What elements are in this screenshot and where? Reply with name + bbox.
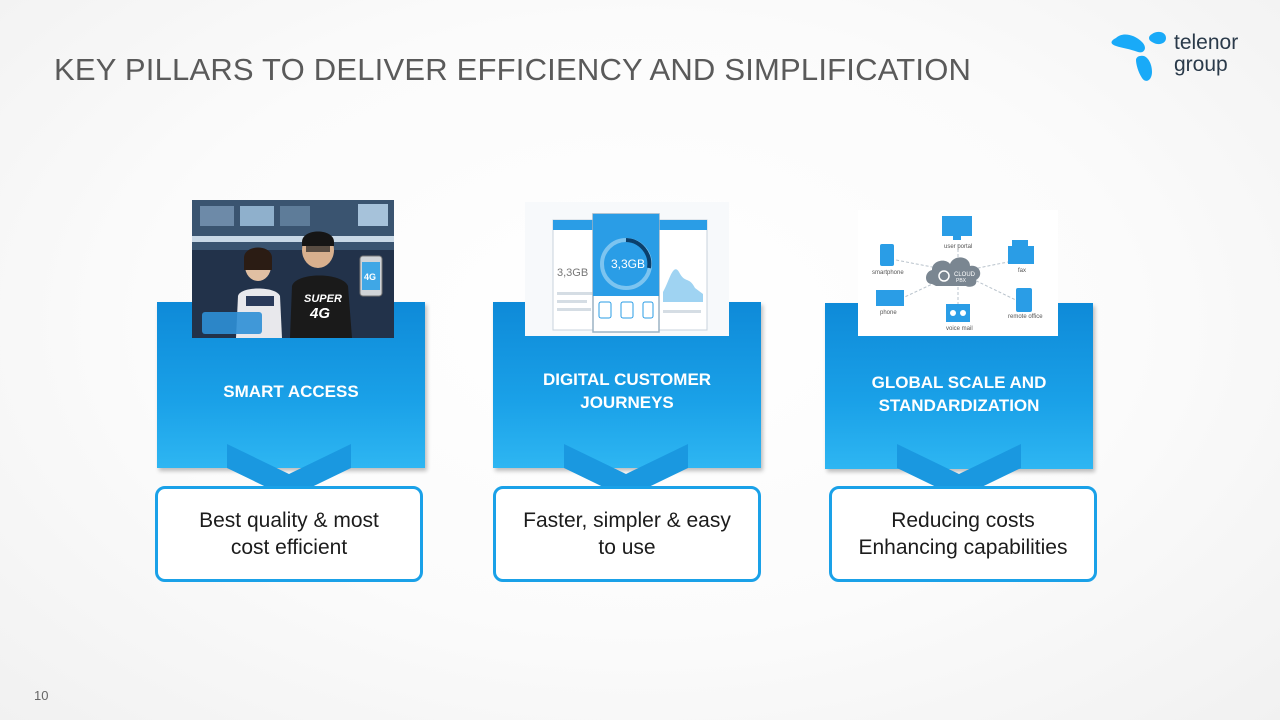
telenor-logo-icon <box>1111 31 1166 81</box>
pillar-title: GLOBAL SCALE AND STANDARDIZATION <box>825 371 1093 417</box>
page-number: 10 <box>34 688 49 703</box>
pillar-title: SMART ACCESS <box>223 382 359 401</box>
telenor-logo: telenor group <box>1108 28 1258 84</box>
mobile-app-screens-image: 3,3GB 3,3GB <box>525 202 729 336</box>
diagram-label-smartphone: smartphone <box>872 270 904 276</box>
smart-access-photo: SUPER 4G 4G <box>192 200 394 338</box>
outcome-box-digital-journeys: Faster, simpler & easy to use <box>493 486 761 582</box>
outcome-line1: Best quality & most <box>199 509 379 532</box>
diagram-label-user-portal: user portal <box>944 244 972 250</box>
outcome-line2: Enhancing capabilities <box>858 536 1068 559</box>
logo-text-line1: telenor <box>1174 31 1239 54</box>
pillar-title: DIGITAL CUSTOMER JOURNEYS <box>493 368 761 414</box>
logo-text-line2: group <box>1174 53 1228 76</box>
svg-text:3,3GB: 3,3GB <box>557 267 588 279</box>
outcome-line2: to use <box>598 536 656 559</box>
pillar-title-line1: GLOBAL SCALE AND <box>871 373 1047 392</box>
outcome-line1: Faster, simpler & easy <box>523 509 731 532</box>
pillar-title-line2: JOURNEYS <box>580 393 674 412</box>
app-data-text: 3,3GB <box>611 257 645 271</box>
outcome-box-smart-access: Best quality & most cost efficient <box>155 486 423 582</box>
diagram-label-phone: phone <box>880 310 897 316</box>
diagram-center-label: CLOUD <box>954 272 976 278</box>
svg-text:4G: 4G <box>364 272 376 282</box>
svg-text:4G: 4G <box>309 305 330 322</box>
outcome-box-global-scale: Reducing costs Enhancing capabilities <box>829 486 1097 582</box>
logo-wordmark: telenor group <box>1174 32 1238 76</box>
diagram-label-remote-office: remote office <box>1008 314 1043 320</box>
cloud-pbx-diagram: CLOUD PBX user portal smartphone fax pho… <box>858 210 1058 336</box>
diagram-label-fax: fax <box>1018 268 1026 274</box>
diagram-label-voice-mail: voice mail <box>946 326 973 332</box>
outcome-line2: cost efficient <box>230 536 348 559</box>
pillar-title-line1: DIGITAL CUSTOMER <box>542 370 712 389</box>
pillar-title-line2: STANDARDIZATION <box>878 396 1040 415</box>
outcome-line1: Reducing costs <box>891 509 1035 532</box>
svg-text:PBX: PBX <box>956 278 967 284</box>
slide-title: KEY PILLARS TO DELIVER EFFICIENCY AND SI… <box>54 52 972 87</box>
photo-shirt-text: SUPER <box>304 293 342 305</box>
